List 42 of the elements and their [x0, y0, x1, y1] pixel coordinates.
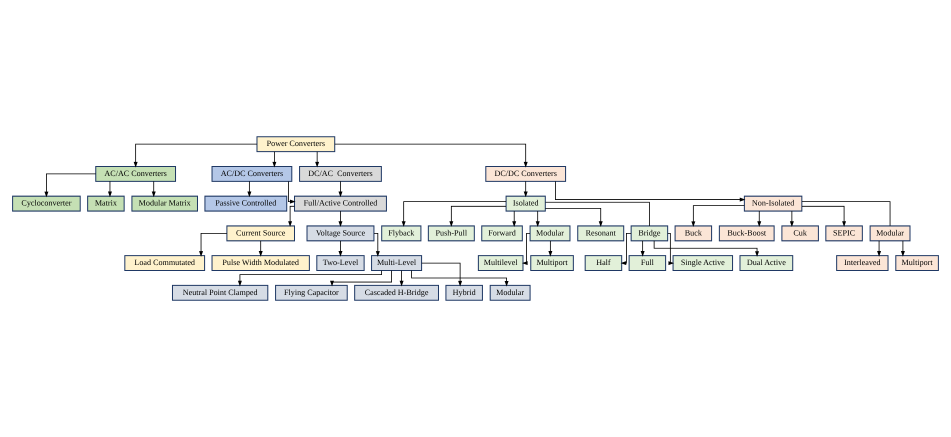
arrow — [338, 210, 342, 227]
arrow — [288, 206, 295, 227]
arrow — [247, 180, 252, 198]
arrow — [640, 240, 645, 257]
arrow — [900, 240, 905, 257]
arrow — [374, 232, 380, 257]
arrow — [555, 181, 746, 202]
arrow — [802, 206, 846, 227]
arrow — [757, 210, 762, 227]
arrow — [548, 240, 552, 257]
arrow — [536, 210, 540, 227]
arrow — [411, 270, 509, 287]
arrow — [877, 240, 882, 257]
arrow — [512, 210, 516, 227]
arrow — [315, 151, 320, 168]
arrow — [400, 270, 404, 286]
arrow — [258, 240, 263, 257]
arrow — [44, 173, 96, 198]
arrow — [524, 180, 528, 198]
arrow — [522, 232, 530, 266]
connector — [545, 202, 650, 226]
arrow — [134, 144, 258, 168]
arrow — [288, 181, 296, 204]
arrow — [338, 180, 342, 198]
arrow — [654, 240, 760, 257]
connector — [802, 201, 890, 226]
arrow — [620, 232, 632, 266]
arrow — [338, 240, 342, 257]
arrow — [108, 180, 112, 198]
arrow — [421, 262, 462, 287]
arrow — [402, 201, 506, 227]
arrow — [238, 270, 382, 286]
arrow — [449, 206, 506, 227]
arrow — [790, 210, 794, 227]
arrow — [334, 144, 528, 168]
arrow — [199, 232, 228, 257]
arrow — [272, 151, 276, 168]
arrow — [330, 270, 392, 286]
arrow — [691, 205, 745, 228]
arrow — [545, 208, 603, 227]
arrow — [152, 180, 156, 198]
arrow — [667, 232, 674, 266]
